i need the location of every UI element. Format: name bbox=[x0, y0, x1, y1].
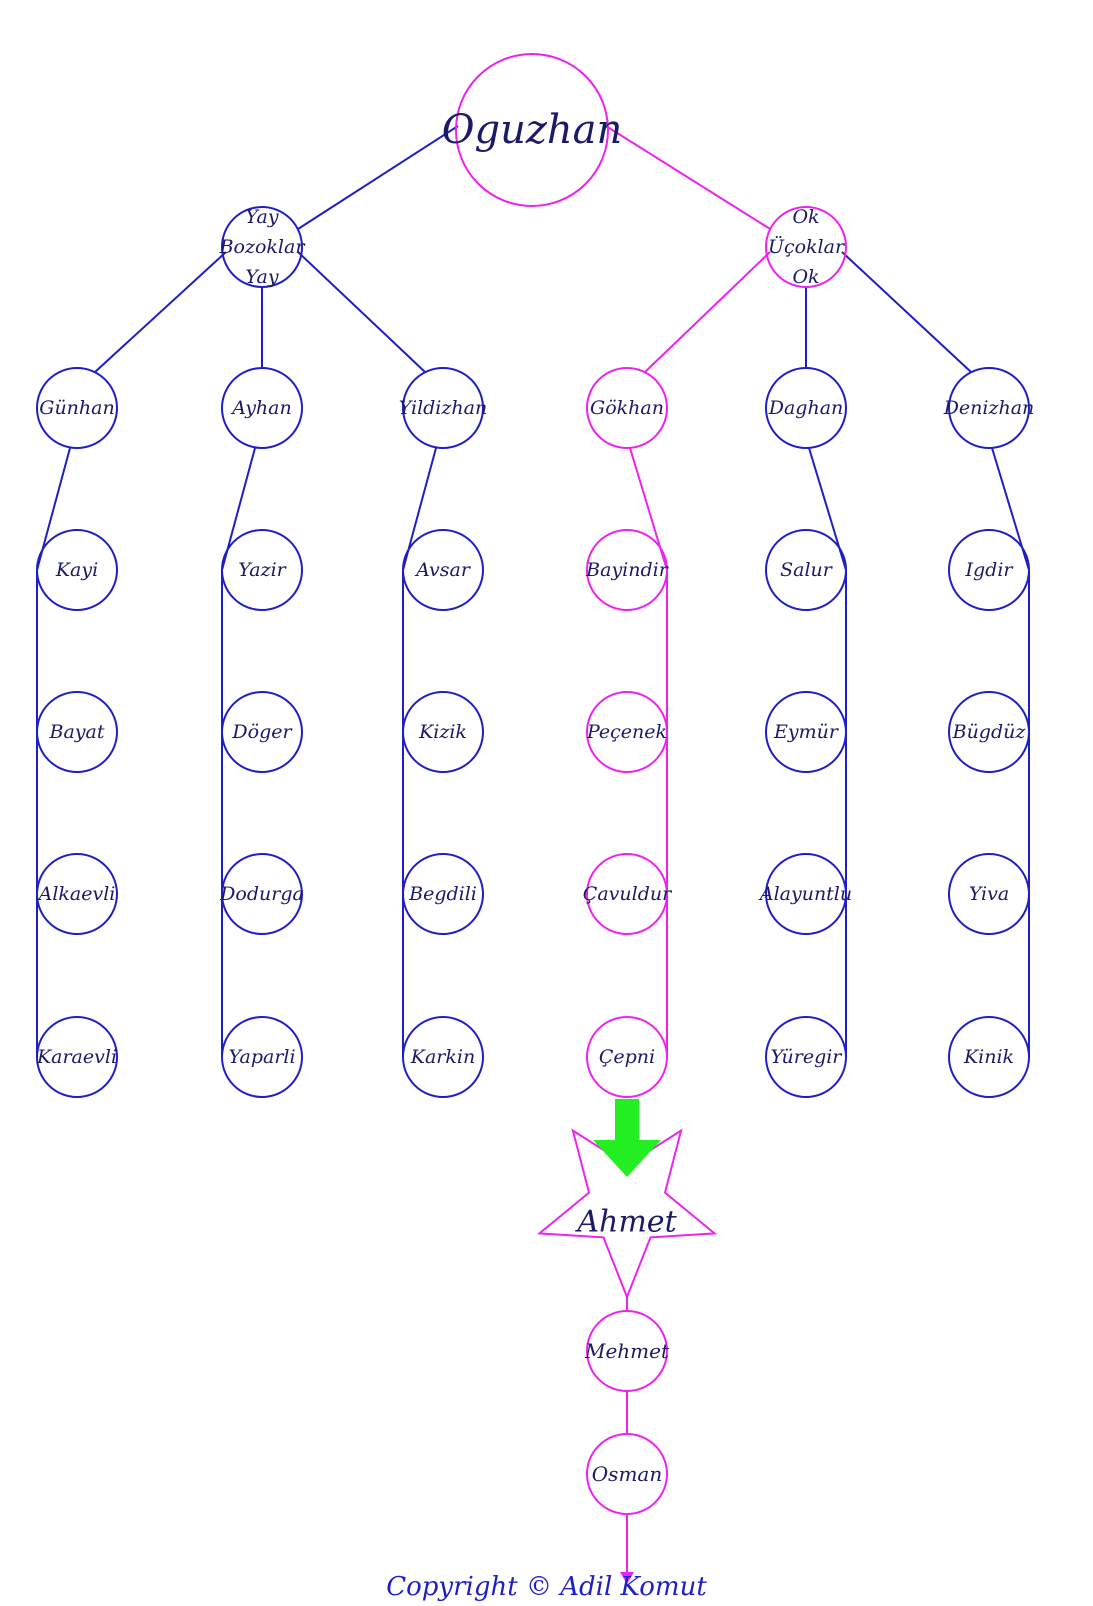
tail-arrowhead-icon bbox=[620, 1572, 634, 1584]
tribe-node-label: Kayi bbox=[55, 559, 98, 581]
son-node-label: Daghan bbox=[768, 397, 844, 419]
son-node-circle bbox=[586, 367, 668, 449]
branch-node-label: Üçoklar bbox=[768, 235, 846, 258]
tribe-node-label: Alayuntlu bbox=[758, 883, 852, 905]
tribe-node-label: Peçenek bbox=[586, 721, 667, 743]
branch-son-connector bbox=[644, 251, 771, 373]
branch-node-label: Ok bbox=[792, 206, 819, 228]
tribe-node-circle bbox=[221, 853, 303, 935]
tribe-node-circle bbox=[948, 529, 1030, 611]
copyright-text: Copyright © Adil Komut bbox=[386, 1572, 707, 1602]
tribe-node-label: Avsar bbox=[414, 559, 472, 581]
tribe-node-label: Yazir bbox=[238, 559, 287, 581]
tribe-node-label: Kizik bbox=[418, 721, 467, 743]
tribe-node-label: Alkaevli bbox=[37, 883, 116, 905]
son-node-circle bbox=[221, 367, 303, 449]
tribe-node-circle bbox=[36, 1016, 118, 1098]
tribe-node-circle bbox=[765, 1016, 847, 1098]
tribe-node-circle bbox=[221, 1016, 303, 1098]
tribe-node-label: Begdili bbox=[408, 883, 477, 905]
root-node-circle bbox=[455, 53, 609, 207]
descendant-node-circle bbox=[586, 1433, 668, 1515]
tribe-node-circle bbox=[948, 691, 1030, 773]
descendant-star-label: Ahmet bbox=[574, 1205, 677, 1240]
tribe-node-label: Karaevli bbox=[36, 1046, 117, 1068]
tribe-node-circle bbox=[586, 691, 668, 773]
branch-node-circle bbox=[221, 206, 303, 288]
son-node-circle bbox=[402, 367, 484, 449]
son-node-circle bbox=[765, 367, 847, 449]
tribe-node-label: Yiva bbox=[969, 883, 1009, 905]
son-node-circle bbox=[948, 367, 1030, 449]
tribe-node-circle bbox=[765, 529, 847, 611]
green-arrow-icon bbox=[593, 1099, 661, 1177]
tribe-node-label: Yaparli bbox=[228, 1046, 295, 1068]
tribe-node-circle bbox=[402, 1016, 484, 1098]
tribe-node-circle bbox=[948, 853, 1030, 935]
son-node-label: Denizhan bbox=[943, 397, 1035, 419]
tribe-node-circle bbox=[765, 853, 847, 935]
tribe-node-circle bbox=[402, 853, 484, 935]
tribe-node-label: Yüregir bbox=[771, 1046, 844, 1068]
tribe-node-label: Çepni bbox=[599, 1046, 655, 1068]
tribe-node-label: Döger bbox=[231, 721, 293, 743]
tribe-node-label: Bayindir bbox=[585, 559, 670, 581]
branch-node-label: Yay bbox=[245, 206, 278, 228]
connectors bbox=[36, 125, 1030, 1576]
son-node-label: Ayhan bbox=[230, 397, 292, 419]
tribe-node-circle bbox=[586, 1016, 668, 1098]
branch-node-label: Bozoklar bbox=[219, 236, 307, 258]
descendant-node-label: Mehmet bbox=[584, 1339, 670, 1363]
branch-node-label: Yay bbox=[245, 266, 278, 288]
branch-node-circle bbox=[765, 206, 847, 288]
tribe-node-label: Çavuldur bbox=[583, 883, 673, 905]
tribe-node-label: Salur bbox=[780, 559, 834, 581]
son-node-circle bbox=[36, 367, 118, 449]
son-node-label: Günhan bbox=[39, 397, 114, 419]
root-branch-connector bbox=[605, 125, 771, 230]
tribe-node-circle bbox=[765, 691, 847, 773]
root-branch-connector bbox=[297, 125, 459, 230]
tribe-node-circle bbox=[221, 529, 303, 611]
branch-son-connector bbox=[297, 251, 426, 373]
root-node-label: Oguzhan bbox=[442, 107, 623, 153]
branch-son-connector bbox=[94, 251, 227, 373]
branch-son-connector bbox=[841, 251, 972, 373]
tribe-node-label: Eymür bbox=[773, 721, 840, 743]
tribe-node-circle bbox=[36, 691, 118, 773]
tribe-node-label: Karkin bbox=[410, 1046, 475, 1068]
descendant-node-circle bbox=[586, 1310, 668, 1392]
tribe-node-label: Bayat bbox=[49, 721, 105, 743]
tribe-node-circle bbox=[586, 529, 668, 611]
tribe-node-circle bbox=[36, 529, 118, 611]
tribe-node-circle bbox=[948, 1016, 1030, 1098]
son-node-label: Yildizhan bbox=[399, 397, 487, 419]
son-node-label: Gökhan bbox=[590, 397, 664, 419]
tribe-node-circle bbox=[402, 529, 484, 611]
tribe-node-circle bbox=[36, 853, 118, 935]
tribe-node-label: Kinik bbox=[963, 1046, 1014, 1068]
tribe-node-label: Bügdüz bbox=[952, 721, 1027, 743]
tribe-node-label: Igdir bbox=[965, 559, 1015, 581]
tribe-node-label: Dodurga bbox=[219, 883, 304, 905]
tribe-node-circle bbox=[221, 691, 303, 773]
descendant-node-label: Osman bbox=[592, 1462, 662, 1486]
tribe-node-circle bbox=[402, 691, 484, 773]
tribe-node-circle bbox=[586, 853, 668, 935]
branch-node-label: Ok bbox=[792, 266, 819, 288]
